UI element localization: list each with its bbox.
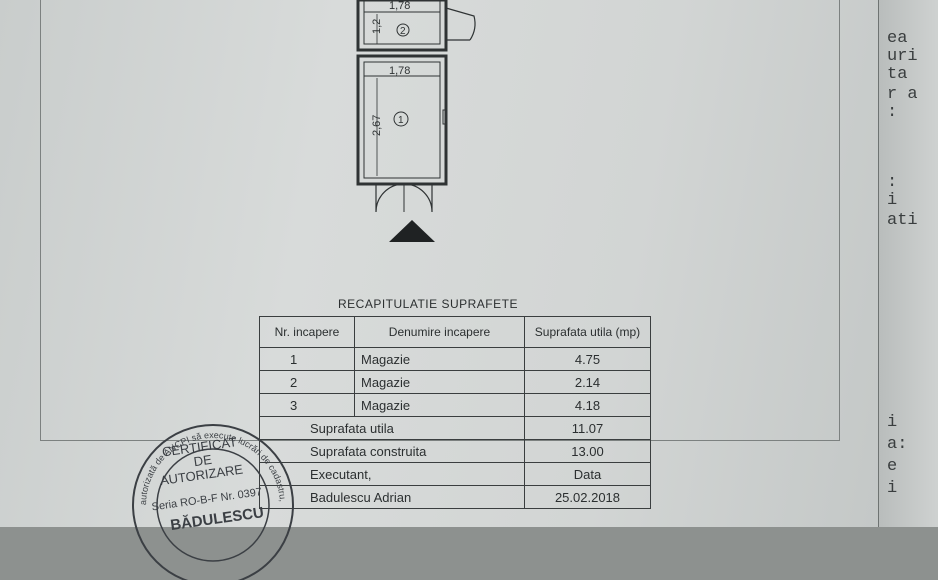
floor-plan: 1,78 1,2 2 1,78 2,67 1: [356, 0, 476, 242]
room-1-height-label: 2,67: [371, 115, 383, 136]
row-area: 4.75: [524, 347, 651, 371]
room-1: [356, 54, 448, 213]
adjacent-page-edge: ea uri ta r a : : i ati i a: e i: [878, 0, 938, 527]
header-denumire: Denumire incapere: [354, 316, 525, 348]
stamp-line-2: DE: [193, 452, 213, 469]
table-title: RECAPITULATIE SUPRAFETE: [338, 297, 518, 311]
row-nr: 2: [259, 370, 355, 394]
room-1-width-label: 1,78: [389, 65, 410, 77]
total-row-built: Suprafata construita 13.00: [259, 439, 651, 463]
row-area: 2.14: [524, 370, 651, 394]
side-text-fragment: ea: [887, 29, 908, 48]
authorization-stamp: autorizată de ANCPI să execute lucrări d…: [128, 410, 294, 580]
total-label: Suprafata construita: [259, 439, 525, 463]
row-name: Magazie: [354, 393, 525, 417]
footer-row-values: Badulescu Adrian 25.02.2018: [259, 485, 651, 509]
side-text-fragment: i: [887, 191, 898, 210]
row-name: Magazie: [354, 347, 525, 371]
room-2-height-label: 1,2: [371, 19, 383, 34]
side-text-fragment: :: [887, 173, 898, 192]
footer-row-labels: Executant, Data: [259, 462, 651, 486]
total-value: 11.07: [524, 416, 651, 440]
row-name: Magazie: [354, 370, 525, 394]
table-header-row: Nr. incapere Denumire incapere Suprafata…: [259, 316, 651, 348]
side-text-fragment: i: [887, 479, 898, 498]
table-row: 3 Magazie 4.18: [259, 393, 651, 417]
side-text-fragment: ta: [887, 65, 908, 84]
room-1-number: 1: [398, 115, 404, 126]
side-text-fragment: a:: [887, 435, 908, 454]
table-row: 1 Magazie 4.75: [259, 347, 651, 371]
side-text-fragment: uri: [887, 47, 918, 66]
total-label: Suprafata utila: [259, 416, 525, 440]
header-nr: Nr. incapere: [259, 316, 355, 348]
header-suprafata: Suprafata utila (mp): [524, 316, 651, 348]
total-value: 13.00: [524, 439, 651, 463]
room-2-number-circle: [396, 23, 410, 37]
side-text-fragment: i: [887, 413, 898, 432]
total-row-useful: Suprafata utila 11.07: [259, 416, 651, 440]
executant-label: Executant,: [259, 462, 525, 486]
table-row: 2 Magazie 2.14: [259, 370, 651, 394]
room-2: [356, 0, 476, 52]
side-text-fragment: :: [887, 103, 898, 122]
side-text-fragment: ati: [887, 211, 918, 230]
room-2-number: 2: [400, 26, 406, 37]
room-1-number-circle: [393, 111, 409, 127]
area-summary-table: Nr. incapere Denumire incapere Suprafata…: [259, 316, 651, 509]
side-text-fragment: e: [887, 457, 898, 476]
entrance-arrow-icon: [389, 220, 435, 242]
row-nr: 1: [259, 347, 355, 371]
room-2-width-label: 1,78: [389, 0, 410, 12]
side-text-fragment: r a: [887, 85, 918, 104]
executant-name: Badulescu Adrian: [259, 485, 525, 509]
row-area: 4.18: [524, 393, 651, 417]
document-date: 25.02.2018: [524, 485, 651, 509]
date-label: Data: [524, 462, 651, 486]
